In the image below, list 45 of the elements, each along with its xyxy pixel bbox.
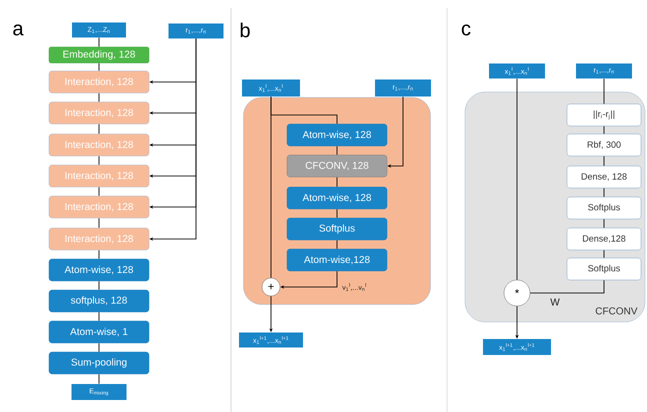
layer-box: Interaction, 128 <box>48 102 150 124</box>
layer-box: Softplus <box>286 218 388 240</box>
connector-line <box>336 146 338 156</box>
connector-line <box>98 92 100 102</box>
connector-line <box>270 96 338 124</box>
connector-line <box>336 176 338 188</box>
layer-box: Sum-pooling <box>48 352 150 374</box>
connector-line <box>98 342 100 352</box>
layer-box: Interaction, 128 <box>48 228 150 250</box>
panel-letter: c <box>462 24 470 36</box>
layer-box: Embedding, 128 <box>48 46 150 64</box>
layer-box: Atom-wise, 1 <box>48 320 150 344</box>
layer-box: Atom-wise,128 <box>286 248 388 272</box>
connector-line <box>98 312 100 322</box>
layer-box: Softplus <box>566 258 642 280</box>
edge-label: W <box>549 298 561 306</box>
connector-line <box>98 280 100 290</box>
connector-line <box>530 280 604 294</box>
connector-line <box>98 37 100 48</box>
layer-box: softplus, 128 <box>48 290 150 312</box>
connector-line <box>98 374 100 384</box>
layer-box: Interaction, 128 <box>48 70 150 94</box>
layer-box: Interaction, 128 <box>48 134 150 156</box>
connector-line <box>98 156 100 166</box>
layer-box: Atom-wise, 128 <box>48 258 150 282</box>
connector-line <box>336 240 338 250</box>
connector-line <box>516 78 518 280</box>
layer-box: Interaction, 128 <box>48 196 150 218</box>
layer-box: Atom-wise, 128 <box>286 124 388 146</box>
panel-letter: b <box>240 22 250 38</box>
panel-letter: a <box>13 24 24 36</box>
layer-box: Rbf, 300 <box>566 134 642 156</box>
connector-line <box>98 186 100 196</box>
connector-line <box>98 218 100 228</box>
connector-line <box>98 124 100 134</box>
layer-box: Dense, 128 <box>566 166 642 188</box>
layer-box: CFCONV, 128 <box>286 154 388 178</box>
connector-line <box>336 208 338 218</box>
layer-box: ||r$_{i}$-r$_{j}$|| <box>566 104 642 126</box>
connector-line <box>98 62 100 72</box>
layer-box: Dense,128 <box>566 228 642 250</box>
layer-box: Interaction, 128 <box>48 164 150 188</box>
layer-box: Atom-wise, 128 <box>286 186 388 210</box>
layer-box: Softplus <box>566 196 642 220</box>
connector-line <box>98 250 100 260</box>
